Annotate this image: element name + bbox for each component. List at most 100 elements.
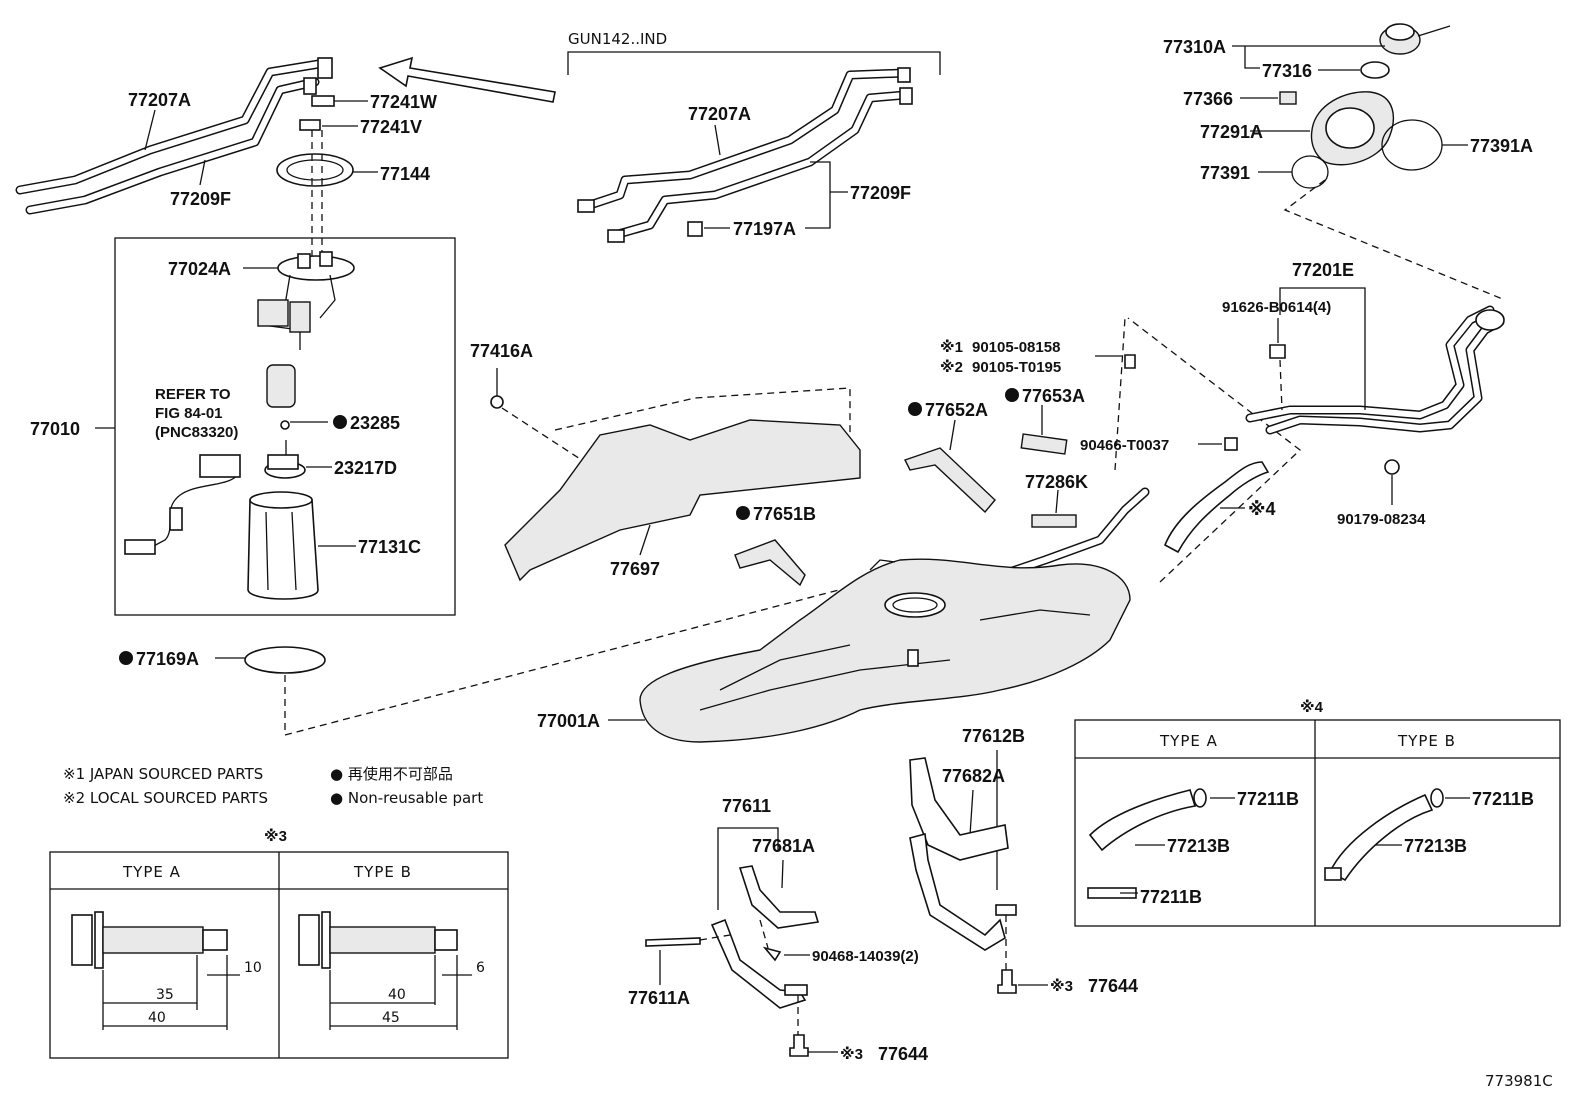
- direction-arrow-icon: [378, 56, 556, 103]
- part-label-23217D: 23217D: [334, 458, 397, 478]
- strap-77681A-icon: [738, 865, 820, 929]
- figure-code: 773981C: [1485, 1072, 1553, 1090]
- bolt-table-mark: ※3: [264, 827, 287, 845]
- gasket-77316-icon: [1360, 61, 1390, 79]
- non-reusable-dot-77653A: [1005, 388, 1019, 402]
- part-label-77366: 77366: [1183, 89, 1233, 109]
- hose-type-table: [1074, 719, 1561, 927]
- seal-77391A-icon: [1381, 119, 1443, 171]
- clip-77366-icon: [1279, 91, 1297, 105]
- bolt-a-dim-40: 40: [148, 1010, 166, 1026]
- part-label-90468-14039: 90468-14039(2): [812, 948, 919, 965]
- part-label-77207A-right: 77207A: [688, 104, 751, 124]
- grommet-90179-icon: [1384, 459, 1400, 475]
- fuel-cap-icon: [1379, 23, 1451, 55]
- fuel-tube-left-illustration: [15, 57, 333, 215]
- part-label-77697: 77697: [610, 559, 660, 579]
- part-label-77612B: 77612B: [962, 726, 1025, 746]
- part-label-77211B-b: 77211B: [1472, 789, 1534, 809]
- part-label-77209F-left: 77209F: [170, 189, 231, 209]
- part-label-77651B: 77651B: [753, 504, 816, 524]
- bolt-type-b-icon: [298, 911, 458, 969]
- bolt-table-type-b: TYPE B: [353, 863, 412, 881]
- part-label-77644-right: 77644: [1088, 976, 1138, 996]
- part-label-77391: 77391: [1200, 163, 1250, 183]
- sheet-bracket: [567, 51, 941, 75]
- part-label-77652A: 77652A: [925, 400, 988, 420]
- part-label-90105-08158: 90105-08158: [972, 339, 1060, 356]
- part-label-77416A: 77416A: [470, 341, 533, 361]
- part-label-23285: 23285: [350, 413, 400, 433]
- part-label-77207A-left: 77207A: [128, 90, 191, 110]
- part-label-90105-T0195: 90105-T0195: [972, 359, 1061, 376]
- strap-77612B-icon: [909, 757, 1009, 861]
- bolt-type-a-icon: [71, 911, 228, 969]
- part-label-90466-T0037: 90466-T0037: [1080, 437, 1169, 454]
- part-label-77010: 77010: [30, 419, 80, 439]
- non-reusable-dot-23285: [333, 415, 347, 429]
- part-label-77211B-a1: 77211B: [1237, 789, 1299, 809]
- hose-table-type-a: TYPE A: [1159, 732, 1218, 750]
- wire-harness-icon: [149, 469, 241, 549]
- retainer-ring-icon: [276, 153, 354, 187]
- hose-type-a-icon: [1087, 788, 1207, 899]
- bolt-b-dim-6: 6: [476, 960, 485, 976]
- fuel-tube-right-illustration: [577, 67, 913, 243]
- part-label-77241W: 77241W: [370, 92, 437, 112]
- non-reusable-dot-77652A: [908, 402, 922, 416]
- part-label-77197A: 77197A: [733, 219, 796, 239]
- mark-4-hose: ※4: [1248, 499, 1276, 519]
- part-label-77201E: 77201E: [1292, 260, 1354, 280]
- part-label-77286K: 77286K: [1025, 472, 1088, 492]
- bolt-90105-icon: [1124, 354, 1136, 369]
- hose-table-type-b: TYPE B: [1397, 732, 1456, 750]
- bolt-77611A-icon: [645, 937, 701, 947]
- refer-note-line1: REFER TO: [155, 386, 231, 403]
- grommet-77416A-icon: [490, 395, 504, 409]
- part-label-77310A: 77310A: [1163, 37, 1226, 57]
- legend-japan-sourced: ※1 JAPAN SOURCED PARTS: [63, 765, 263, 783]
- clip-77241V-icon: [299, 119, 321, 131]
- bolt-77644-right-icon: [997, 969, 1017, 994]
- clip-77197A-icon: [687, 221, 703, 237]
- part-label-77131C: 77131C: [358, 537, 421, 557]
- part-label-90105-08158-mark: ※1: [940, 338, 963, 356]
- clamp-77286K-icon: [1031, 514, 1077, 528]
- bolt-77644-bottom-icon: [789, 1034, 809, 1057]
- part-label-77611A: 77611A: [628, 988, 690, 1008]
- part-label-77316: 77316: [1262, 61, 1312, 81]
- part-label-77291A: 77291A: [1200, 122, 1263, 142]
- mark-3-77644-right: ※3: [1050, 977, 1073, 995]
- legend-non-reusable-jp: ● 再使用不可部品: [330, 765, 453, 783]
- part-label-77213B-b: 77213B: [1404, 836, 1467, 856]
- bolt-91626-icon: [1269, 344, 1286, 359]
- part-label-77611: 77611: [722, 796, 771, 816]
- part-label-77144: 77144: [380, 164, 430, 184]
- part-label-90179-08234: 90179-08234: [1337, 511, 1426, 528]
- hose-type-b-icon: [1324, 788, 1444, 882]
- part-label-77169A: 77169A: [136, 649, 199, 669]
- part-label-77681A: 77681A: [752, 836, 815, 856]
- insulator-77651B-icon: [734, 539, 806, 587]
- gasket-ring-icon: [244, 646, 326, 674]
- bolt-table-type-a: TYPE A: [122, 863, 181, 881]
- mark-3-77644-bottom: ※3: [840, 1045, 863, 1063]
- heat-protector-77697-icon: [504, 419, 861, 582]
- part-label-77653A: 77653A: [1022, 386, 1085, 406]
- fuel-sender-icon: [264, 440, 306, 479]
- insulator-77652A-icon: [904, 447, 996, 514]
- bolt-a-dim-10: 10: [244, 960, 262, 976]
- fuel-filter-icon: [266, 364, 296, 408]
- bolt-a-dim-35: 35: [156, 987, 174, 1003]
- strap-77682A-icon: [909, 832, 1006, 951]
- non-reusable-dot-77651B: [736, 506, 750, 520]
- clip-77241W-icon: [311, 95, 335, 107]
- filler-pipe-77201E-icon: [1245, 305, 1505, 435]
- fuel-pump-flange-icon: [257, 251, 355, 350]
- hose-table-mark: ※4: [1300, 698, 1324, 716]
- part-label-77644-bottom: 77644: [878, 1044, 928, 1064]
- part-label-90105-T0195-mark: ※2: [940, 358, 963, 376]
- part-label-77241V: 77241V: [360, 117, 422, 137]
- bolt-type-a-dimensions: [102, 955, 240, 1030]
- part-label-77001A: 77001A: [537, 711, 600, 731]
